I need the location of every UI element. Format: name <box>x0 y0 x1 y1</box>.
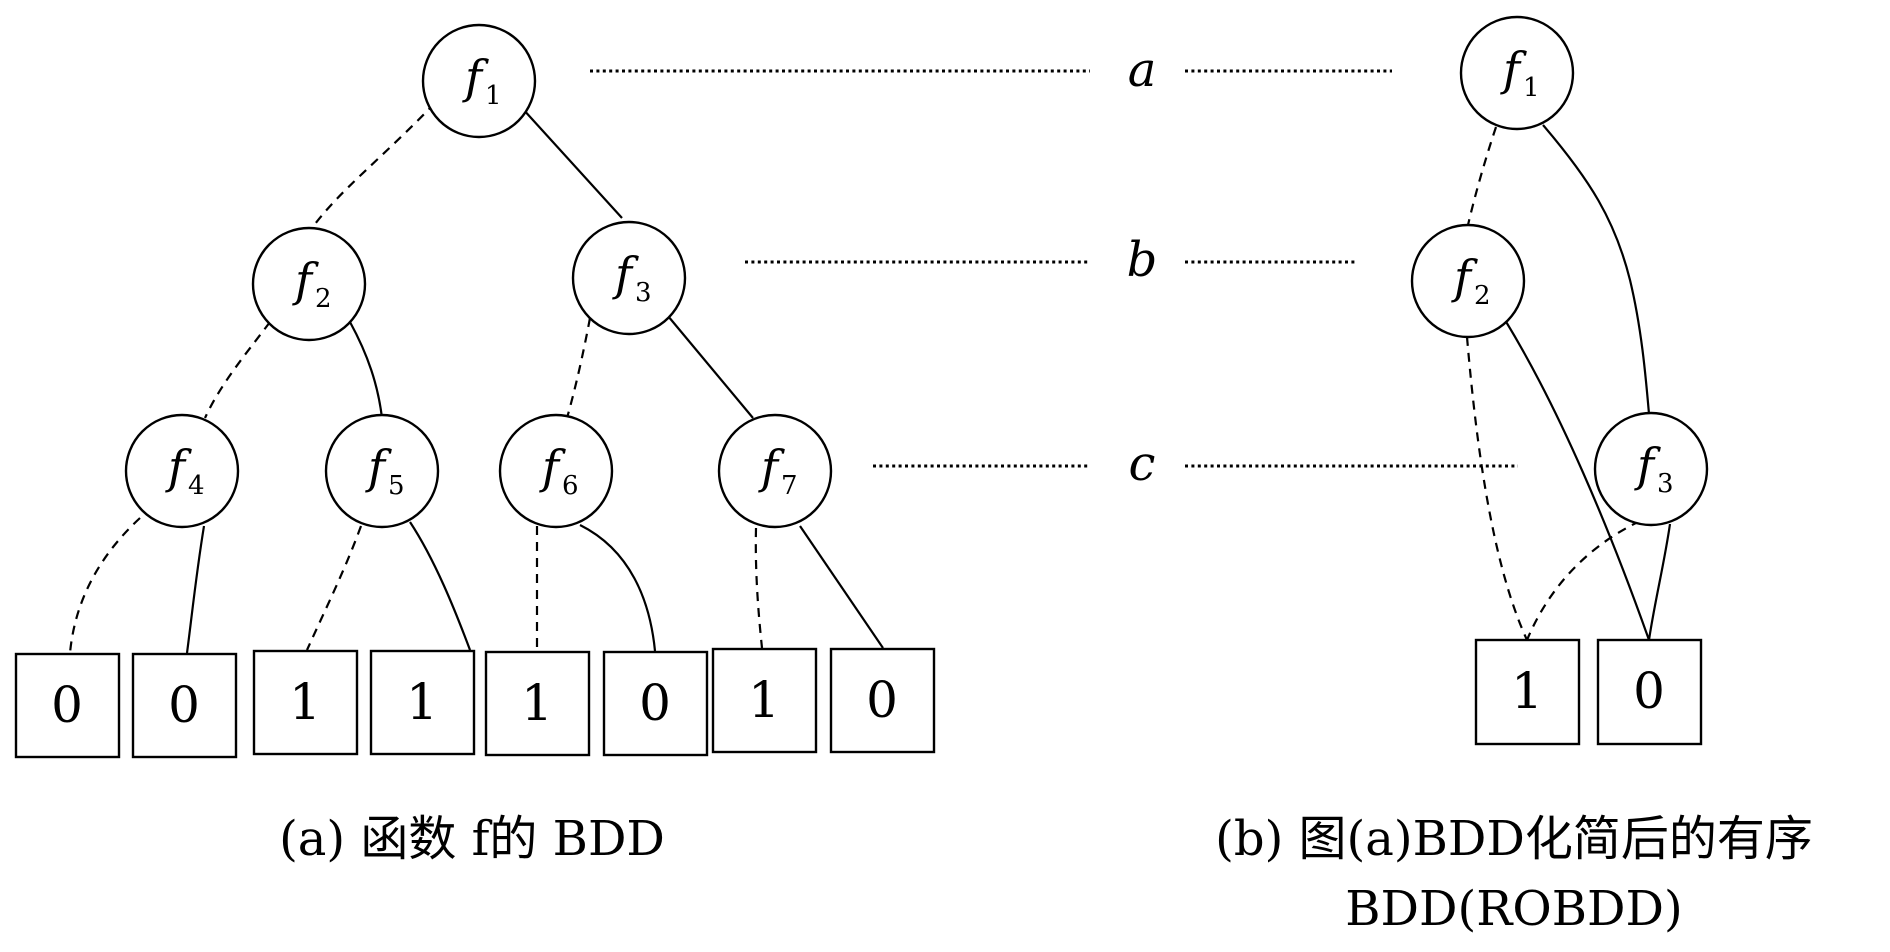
edge-b-f2-t1-low <box>1465 336 1528 641</box>
robdd-node-f1: f 1 <box>1459 15 1575 131</box>
edge-f7-t7-low <box>754 527 764 649</box>
edge-f5-t3-low <box>305 525 363 651</box>
terminal-5-value: 1 <box>521 674 553 732</box>
diagram-a-nodes: f 1 f 2 f 3 f 4 f 5 f 6 f <box>124 23 833 529</box>
edge-b-f1-f2-low <box>1466 126 1498 226</box>
node-f3-subscript: 3 <box>635 278 652 308</box>
terminal-8: 0 <box>829 647 936 754</box>
edge-f5-t4-high <box>409 521 472 651</box>
robdd-terminal-2: 0 <box>1596 638 1703 746</box>
terminal-6-value: 0 <box>639 674 671 732</box>
terminal-2-value: 0 <box>168 676 200 734</box>
robdd-node-f3: f 3 <box>1593 411 1709 527</box>
edge-b-f2-t2-high <box>1504 319 1651 641</box>
node-f4-subscript: 4 <box>188 471 205 501</box>
robdd-node-f2-subscript: 2 <box>1474 281 1491 311</box>
node-f6: f 6 <box>498 413 614 529</box>
node-f7: f 7 <box>717 413 833 529</box>
edge-f2-f5-high <box>349 321 384 419</box>
edge-b-f3-t2-high <box>1647 523 1672 641</box>
level-a-label: a <box>1128 42 1157 98</box>
node-f7-subscript: 7 <box>781 471 798 501</box>
node-f5: f 5 <box>324 413 440 529</box>
terminal-4-value: 1 <box>406 673 438 731</box>
terminal-2: 0 <box>131 652 238 759</box>
terminal-1: 0 <box>14 652 121 759</box>
caption-b-line1: (b) 图(a)BDD化简后的有序 <box>1215 811 1813 867</box>
level-indicators: a b c <box>590 42 1518 492</box>
node-f6-subscript: 6 <box>562 471 579 501</box>
node-f1-subscript: 1 <box>485 81 502 111</box>
edge-f1-f3-high <box>521 107 623 219</box>
robdd-terminal-2-value: 0 <box>1633 662 1665 720</box>
level-c-label: c <box>1129 436 1156 492</box>
robdd-terminal-1-value: 1 <box>1511 662 1543 720</box>
terminal-7: 1 <box>711 647 818 754</box>
diagram-b-terminals: 1 0 <box>1474 638 1703 746</box>
level-b-label: b <box>1127 232 1158 288</box>
edge-b-f1-f3-high <box>1542 124 1651 415</box>
robdd-terminal-1: 1 <box>1474 638 1581 746</box>
terminal-5: 1 <box>484 650 591 757</box>
terminal-1-value: 0 <box>51 676 83 734</box>
edge-f7-t8-high <box>799 525 884 649</box>
terminal-3-value: 1 <box>289 673 321 731</box>
edge-f4-t1-low <box>68 517 141 654</box>
node-f2-subscript: 2 <box>315 284 332 314</box>
terminal-4: 1 <box>369 649 476 756</box>
edge-f1-f2-low <box>311 102 436 229</box>
diagram-b-edges <box>1465 124 1672 641</box>
edge-b-f3-t1-low <box>1525 520 1641 641</box>
terminal-6: 0 <box>602 650 709 757</box>
node-f2: f 2 <box>251 226 367 342</box>
terminal-8-value: 0 <box>866 671 898 729</box>
robdd-node-f2: f 2 <box>1410 223 1526 339</box>
captions: (a) 函数 f的 BDD (b) 图(a)BDD化简后的有序 BDD(ROBD… <box>279 811 1813 937</box>
terminal-7-value: 1 <box>748 671 780 729</box>
node-f5-subscript: 5 <box>388 471 405 501</box>
caption-b-line2: BDD(ROBDD) <box>1345 881 1682 937</box>
node-f1: f 1 <box>421 23 537 139</box>
node-f4: f 4 <box>124 413 240 529</box>
robdd-node-f1-subscript: 1 <box>1523 73 1540 103</box>
terminal-3: 1 <box>252 649 359 756</box>
edge-f3-f7-high <box>667 315 754 419</box>
edge-f2-f4-low <box>203 321 271 419</box>
diagram-a-edges <box>68 102 884 654</box>
edge-f3-f6-low <box>565 317 592 419</box>
caption-a: (a) 函数 f的 BDD <box>279 811 665 867</box>
robdd-node-f3-subscript: 3 <box>1657 469 1674 499</box>
edge-f6-t6-high <box>579 524 657 652</box>
diagram-a-terminals: 0 0 1 1 1 0 1 0 <box>14 647 936 759</box>
node-f3: f 3 <box>571 220 687 336</box>
edge-f4-t2-high <box>185 525 206 654</box>
diagram-b-nodes: f 1 f 2 f 3 <box>1410 15 1709 527</box>
